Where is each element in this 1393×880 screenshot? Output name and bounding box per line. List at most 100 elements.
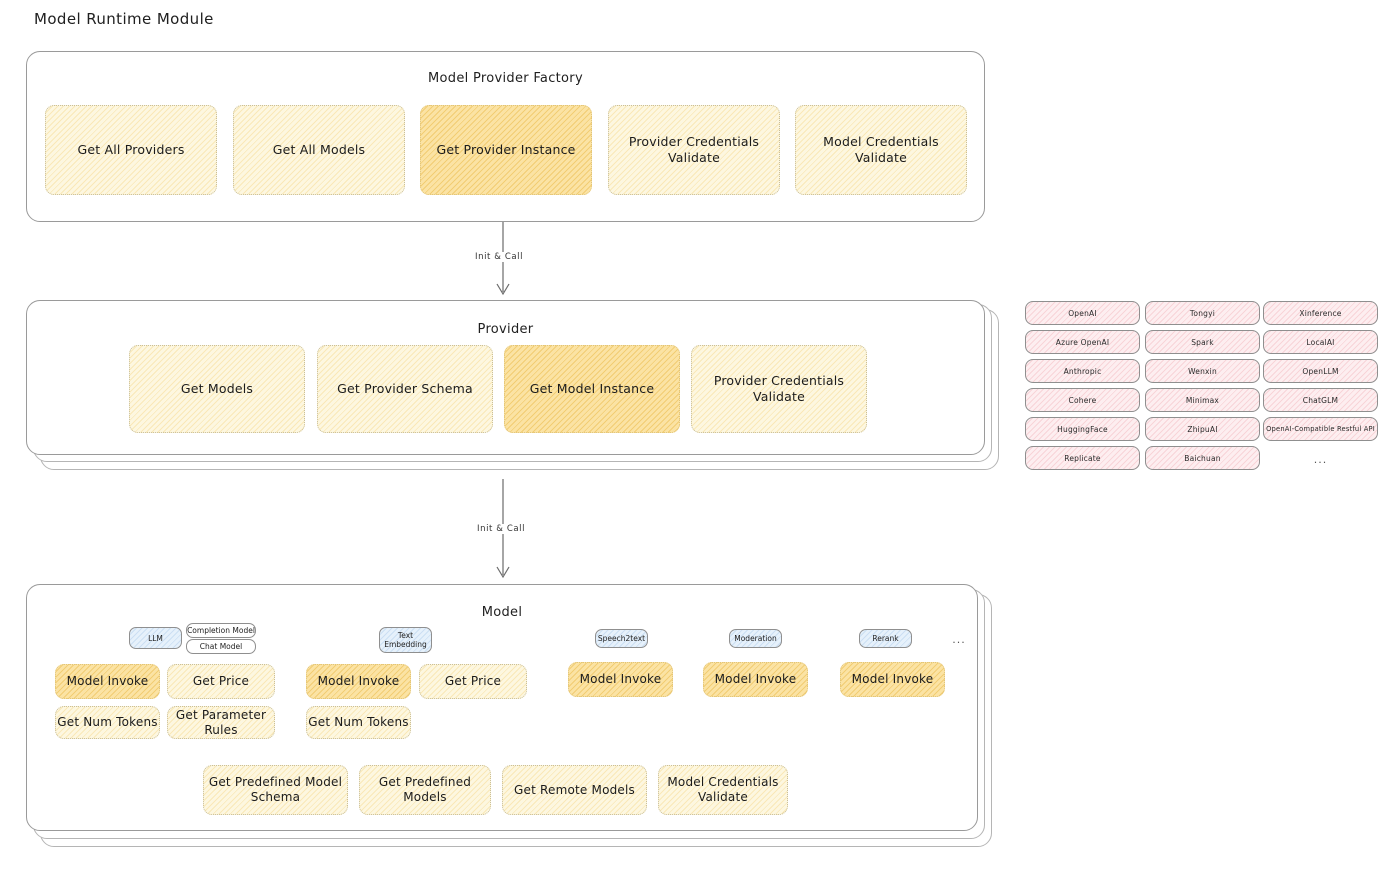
provider-chip-zhipuai[interactable]: ZhipuAI — [1145, 417, 1260, 441]
provider-chip-label: Minimax — [1185, 395, 1220, 405]
node-label: Model Credentials Validate — [823, 134, 939, 165]
provider-chip-label: LocalAI — [1306, 337, 1335, 347]
model-type-label: Text Embedding — [384, 631, 427, 649]
provider-chip-label: ZhipuAI — [1187, 424, 1218, 434]
node-label: Get Num Tokens — [57, 715, 158, 729]
node-label: Get Num Tokens — [308, 715, 409, 729]
node-label: Model Invoke — [851, 672, 934, 686]
node-label: Model Invoke — [579, 672, 662, 686]
node-label: Model Invoke — [714, 672, 797, 686]
provider-chip-label: Tongyi — [1189, 308, 1216, 318]
model-type-chip-speech2text[interactable]: Speech2text — [595, 629, 648, 648]
model-type-label: LLM — [148, 633, 163, 643]
node-label: Get Predefined Models — [378, 775, 472, 804]
model-subtype-label: Completion Model — [187, 626, 255, 635]
node-get-predefined-models[interactable]: Get Predefined Models — [359, 765, 491, 815]
node-label: Get All Providers — [77, 142, 185, 158]
provider-chip-openai[interactable]: OpenAI — [1025, 301, 1140, 325]
provider-chip-label: OpenLLM — [1302, 366, 1339, 376]
page-title: Model Runtime Module — [34, 10, 214, 28]
node-get-remote-models[interactable]: Get Remote Models — [502, 765, 647, 815]
model-type-chip-llm[interactable]: LLM — [129, 627, 182, 649]
panel-title-provider: Provider — [477, 322, 534, 337]
node-get-provider-instance[interactable]: Get Provider Instance — [420, 105, 592, 195]
model-subtype-label: Chat Model — [199, 642, 243, 651]
model-subtype-chip-chat-model[interactable]: Chat Model — [186, 639, 256, 654]
provider-chip-anthropic[interactable]: Anthropic — [1025, 359, 1140, 383]
model-type-chip-moderation[interactable]: Moderation — [729, 629, 782, 648]
connector-label-init-and-call-1: Init & Call — [472, 252, 527, 262]
node-speech2text-model-invoke[interactable]: Model Invoke — [568, 662, 673, 697]
node-label: Get Price — [444, 674, 502, 688]
provider-chip-label: HuggingFace — [1057, 424, 1108, 434]
provider-chip-cohere[interactable]: Cohere — [1025, 388, 1140, 412]
model-subtype-chip-completion-model[interactable]: Completion Model — [186, 623, 256, 638]
model-type-chip-text-embedding[interactable]: Text Embedding — [379, 627, 432, 653]
provider-chip-wenxin[interactable]: Wenxin — [1145, 359, 1260, 383]
node-llm-get-parameter-rules[interactable]: Get Parameter Rules — [167, 706, 275, 739]
provider-chip-label: Azure OpenAI — [1055, 337, 1110, 347]
provider-chip-label: Xinference — [1299, 308, 1342, 318]
node-moderation-model-invoke[interactable]: Model Invoke — [703, 662, 808, 697]
node-get-all-models[interactable]: Get All Models — [233, 105, 405, 195]
provider-chip-minimax[interactable]: Minimax — [1145, 388, 1260, 412]
node-label: Get Remote Models — [514, 782, 635, 797]
provider-chip-localai[interactable]: LocalAI — [1263, 330, 1378, 354]
node-label: Get Model Instance — [529, 381, 655, 397]
node-label: Get Models — [180, 381, 254, 397]
node-provider-credentials-validate[interactable]: Provider Credentials Validate — [608, 105, 780, 195]
provider-chip-label: ChatGLM — [1302, 395, 1339, 405]
panel-title-model: Model — [481, 605, 523, 620]
node-llm-model-invoke[interactable]: Model Invoke — [55, 664, 160, 699]
node-label: Get Provider Schema — [337, 381, 473, 397]
connector-label-init-and-call-2: Init & Call — [474, 524, 529, 534]
model-type-label: Speech2text — [597, 634, 646, 643]
model-type-chip-rerank[interactable]: Rerank — [859, 629, 912, 648]
provider-chip-label: Anthropic — [1063, 366, 1102, 376]
provider-chip-label: OpenAI-Compatible Restful API — [1266, 425, 1375, 433]
provider-chip-openllm[interactable]: OpenLLM — [1263, 359, 1378, 383]
node-label: Get All Models — [272, 142, 366, 158]
node-llm-get-num-tokens[interactable]: Get Num Tokens — [55, 706, 160, 739]
node-get-model-instance[interactable]: Get Model Instance — [504, 345, 680, 433]
node-label: Provider Credentials Validate — [713, 373, 845, 404]
node-model-credentials-validate-3[interactable]: Model Credentials Validate — [658, 765, 788, 815]
provider-list-more: ... — [1313, 452, 1328, 466]
node-rerank-model-invoke[interactable]: Model Invoke — [840, 662, 945, 697]
model-type-label: Moderation — [734, 634, 777, 643]
node-label: Model Invoke — [317, 674, 400, 688]
provider-chip-label: Wenxin — [1188, 366, 1217, 376]
node-get-predefined-model-schema[interactable]: Get Predefined Model Schema — [203, 765, 348, 815]
provider-chip-tongyi[interactable]: Tongyi — [1145, 301, 1260, 325]
provider-chip-huggingface[interactable]: HuggingFace — [1025, 417, 1140, 441]
node-get-provider-schema[interactable]: Get Provider Schema — [317, 345, 493, 433]
node-text-embedding-model-invoke[interactable]: Model Invoke — [306, 664, 411, 699]
panel-title-model-provider-factory: Model Provider Factory — [428, 71, 583, 86]
node-label: Get Parameter Rules — [175, 707, 267, 737]
provider-chip-label: Replicate — [1064, 453, 1101, 463]
provider-chip-chatglm[interactable]: ChatGLM — [1263, 388, 1378, 412]
provider-chip-label: Spark — [1191, 337, 1214, 347]
node-get-all-providers[interactable]: Get All Providers — [45, 105, 217, 195]
provider-chip-azure-openai[interactable]: Azure OpenAI — [1025, 330, 1140, 354]
model-type-label: Rerank — [872, 634, 899, 643]
provider-chip-baichuan[interactable]: Baichuan — [1145, 446, 1260, 470]
provider-chip-label: Cohere — [1068, 395, 1097, 405]
provider-chip-label: OpenAI — [1068, 308, 1097, 318]
node-text-embedding-get-price[interactable]: Get Price — [419, 664, 527, 699]
node-model-credentials-validate[interactable]: Model Credentials Validate — [795, 105, 967, 195]
node-llm-get-price[interactable]: Get Price — [167, 664, 275, 699]
node-provider-credentials-validate-2[interactable]: Provider Credentials Validate — [691, 345, 867, 433]
provider-chip-replicate[interactable]: Replicate — [1025, 446, 1140, 470]
node-label: Provider Credentials Validate — [628, 134, 760, 165]
provider-chip-label: Baichuan — [1184, 453, 1221, 463]
node-label: Get Price — [192, 674, 250, 688]
provider-chip-xinference[interactable]: Xinference — [1263, 301, 1378, 325]
provider-chip-spark[interactable]: Spark — [1145, 330, 1260, 354]
provider-chip-openai-compatible-restful-api[interactable]: OpenAI-Compatible Restful API — [1263, 417, 1378, 441]
node-text-embedding-get-num-tokens[interactable]: Get Num Tokens — [306, 706, 411, 739]
node-label: Get Provider Instance — [436, 142, 576, 158]
node-label: Model Invoke — [66, 674, 149, 688]
node-get-models[interactable]: Get Models — [129, 345, 305, 433]
